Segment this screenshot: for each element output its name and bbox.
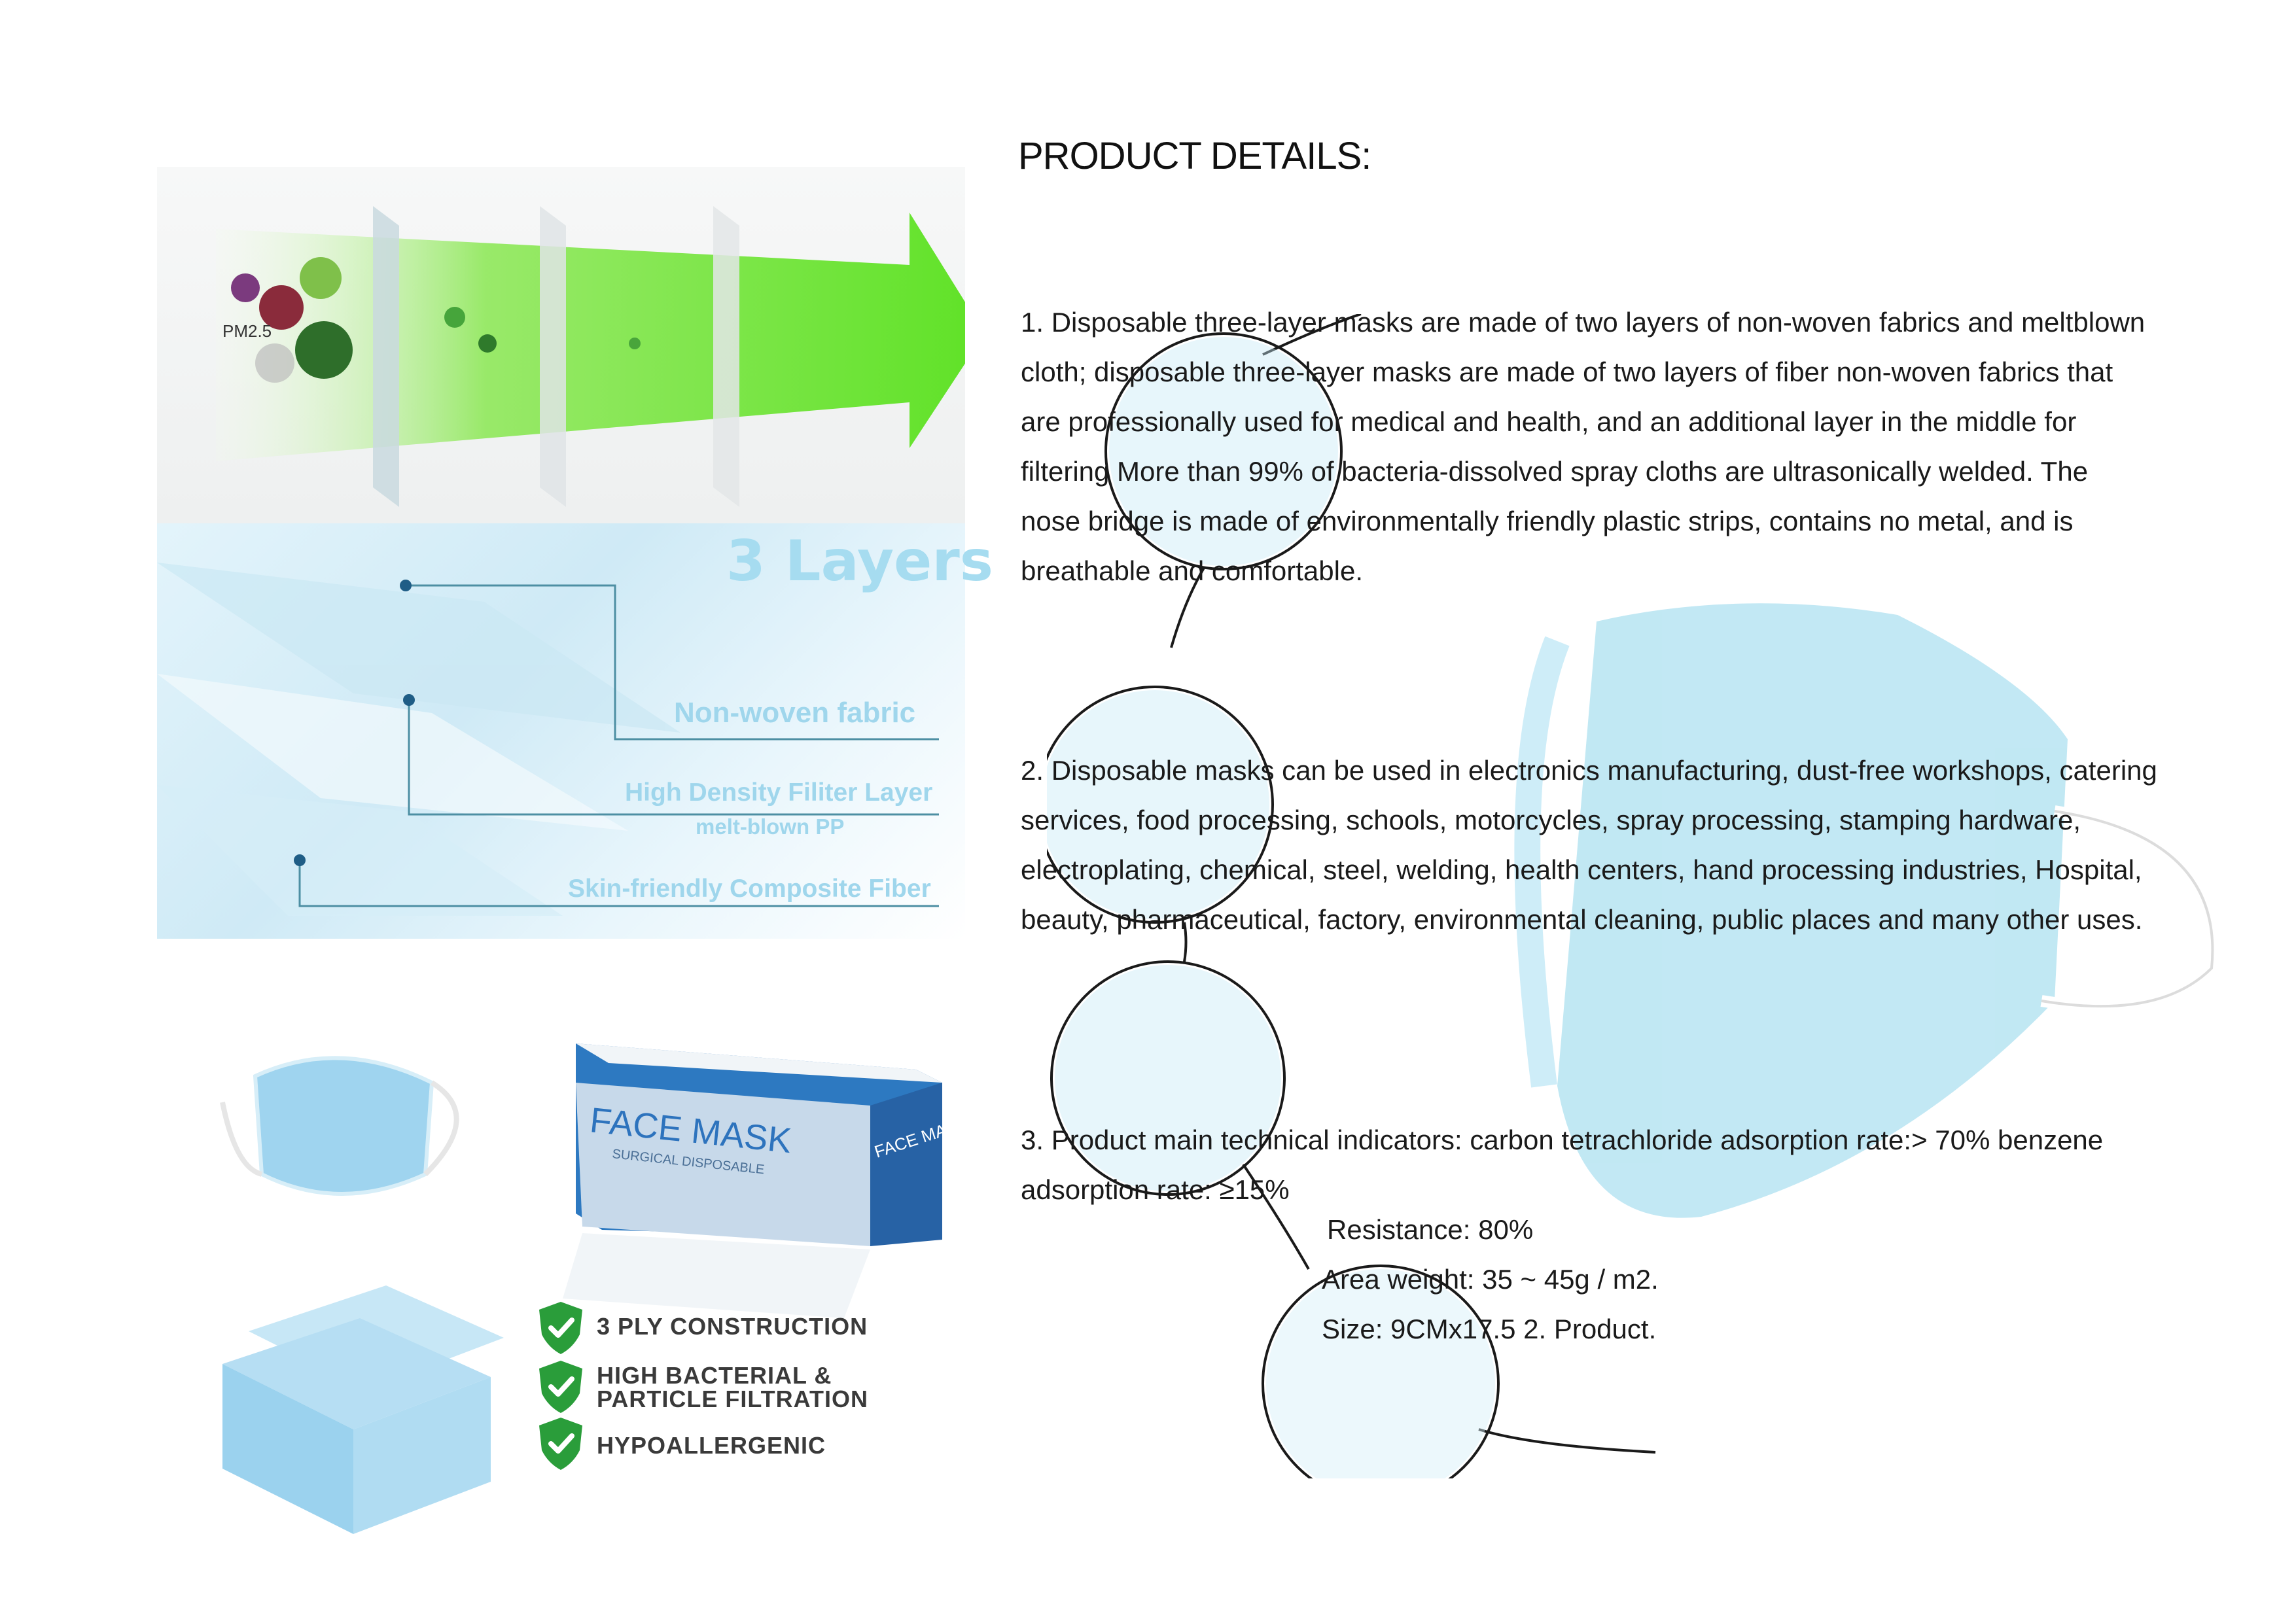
mask-box-graphic: FACE MASK SURGICAL DISPOSABLE FACE MASK	[220, 1043, 971, 1534]
check-shield-icon	[539, 1361, 582, 1413]
spec-resistance: Resistance: 80%	[1327, 1214, 1534, 1245]
pm25-label: PM2.5	[222, 321, 272, 341]
details-paragraph-3: 3. Product main technical indicators: ca…	[1021, 1125, 2104, 1205]
layer-label-meltblown: melt-blown PP	[696, 814, 845, 839]
filtration-arrow-graphic: PM2.5	[216, 206, 965, 507]
details-paragraph-2: 2. Disposable masks can be used in elect…	[1021, 755, 2157, 935]
check-shield-icon	[539, 1302, 582, 1354]
layers-graphic	[157, 563, 939, 916]
virus-particles	[231, 257, 641, 383]
layers-title: 3 Layers	[726, 529, 993, 594]
mask-layers-illustration	[157, 523, 965, 939]
product-photo: FACE MASK SURGICAL DISPOSABLE FACE MASK	[209, 1024, 975, 1534]
product-details-heading: PRODUCT DETAILS:	[1018, 135, 1371, 177]
spec-size: Size: 9CMx17.5 2. Product.	[1322, 1314, 1657, 1344]
spec-area-weight: Area weight: 35 ~ 45g / m2.	[1322, 1264, 1659, 1295]
check-shield-icon	[539, 1418, 582, 1470]
layer-label-skin: Skin-friendly Composite Fiber	[568, 875, 931, 903]
feature-3-ply: 3 PLY CONSTRUCTION	[597, 1313, 868, 1340]
feature-hypoallergenic: HYPOALLERGENIC	[597, 1432, 826, 1459]
details-paragraph-1: 1. Disposable three-layer masks are made…	[1021, 307, 2146, 586]
layer-label-density: High Density Filiter Layer	[625, 778, 933, 807]
filtration-illustration: PM2.5	[157, 167, 965, 523]
layer-label-nonwoven: Non-woven fabric	[674, 697, 916, 729]
feature-filtration: HIGH BACTERIAL & PARTICLE FILTRATION	[597, 1362, 868, 1412]
